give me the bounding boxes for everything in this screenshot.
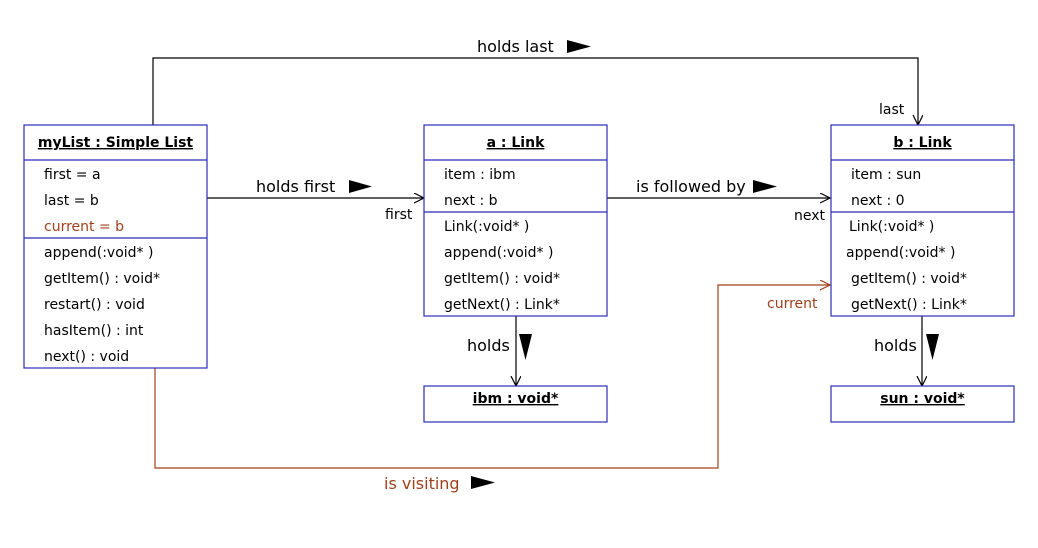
mylist-object-box: myList : Simple List first = a last = b … — [23, 124, 208, 369]
b-link-title: b : Link — [893, 135, 952, 151]
mylist-method-next: next() : void — [44, 349, 129, 365]
a-link-title: a : Link — [487, 135, 545, 151]
b-link-attr-next: next : 0 — [851, 193, 905, 209]
mylist-method-append: append(:void* ) — [44, 245, 153, 261]
holds-last-direction-icon — [567, 40, 591, 53]
holds-first-direction-icon — [349, 180, 372, 193]
holds-b-label: holds — [874, 336, 917, 355]
ibm-object-box: ibm : void* — [423, 385, 608, 423]
a-link-method-getitem: getItem() : void* — [444, 271, 560, 287]
role-last: last — [879, 102, 905, 118]
b-link-object-box: b : Link item : sun next : 0 Link(:void*… — [830, 124, 1015, 317]
a-link-method-link: Link(:void* ) — [444, 219, 529, 235]
a-link-method-append: append(:void* ) — [444, 245, 553, 261]
a-link-object-box: a : Link item : ibm next : b Link(:void*… — [423, 124, 608, 317]
is-visiting-line — [154, 285, 830, 469]
is-followed-by-direction-icon — [753, 180, 777, 193]
role-next: next — [794, 208, 826, 224]
mylist-method-hasitem: hasItem() : int — [44, 323, 144, 339]
b-link-attr-item: item : sun — [851, 167, 921, 183]
holds-b-direction-icon — [926, 334, 939, 360]
holds-last-line — [152, 57, 918, 125]
holds-a-direction-icon — [519, 334, 532, 360]
mylist-attr-first: first = a — [44, 167, 101, 183]
b-link-method-getitem: getItem() : void* — [851, 271, 967, 287]
b-link-method-getnext: getNext() : Link* — [851, 297, 967, 313]
mylist-attr-last: last = b — [44, 193, 99, 209]
mylist-title: myList : Simple List — [38, 135, 194, 151]
is-visiting-label: is visiting — [384, 474, 460, 493]
holds-a-label: holds — [467, 336, 510, 355]
a-link-method-getnext: getNext() : Link* — [444, 297, 560, 313]
is-visiting-direction-icon — [471, 476, 495, 489]
b-link-method-link: Link(:void* ) — [849, 219, 934, 235]
ibm-title: ibm : void* — [473, 391, 559, 407]
a-link-attr-item: item : ibm — [444, 167, 516, 183]
b-link-method-append: append(:void* ) — [846, 245, 955, 261]
is-followed-by-label: is followed by — [636, 177, 746, 196]
mylist-method-getitem: getItem() : void* — [44, 271, 160, 287]
sun-title: sun : void* — [880, 391, 965, 407]
holds-first-label: holds first — [256, 177, 335, 196]
mylist-method-restart: restart() : void — [44, 297, 145, 313]
holds-last-label: holds last — [477, 37, 554, 56]
a-link-attr-next: next : b — [444, 193, 498, 209]
role-current: current — [767, 296, 818, 312]
role-first: first — [385, 207, 413, 223]
sun-object-box: sun : void* — [830, 385, 1015, 423]
mylist-attr-current: current = b — [44, 219, 124, 235]
